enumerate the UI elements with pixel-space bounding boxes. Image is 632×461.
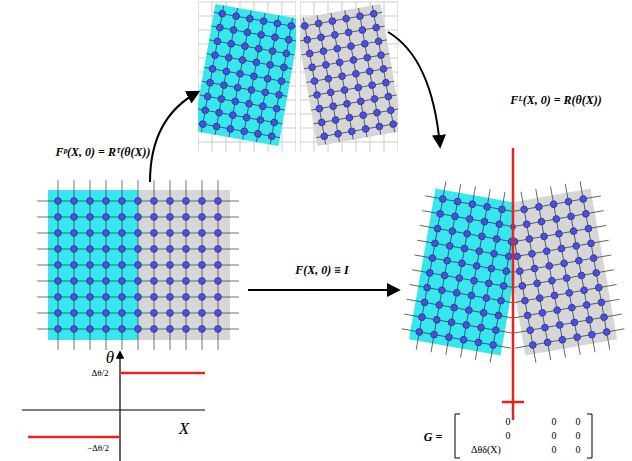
map-arrow [388, 32, 440, 146]
matrix-entry: Δθδ(X) [471, 445, 501, 455]
matrix-entry: 0 [576, 445, 581, 455]
deformed-lattice-left [398, 178, 513, 366]
matrix-entry: 0 [552, 417, 557, 427]
tick-label: −Δθ/2 [87, 444, 109, 453]
grain-boundary [512, 148, 515, 402]
reference-lattice [37, 180, 239, 350]
matrix-entry: 0 [576, 417, 581, 427]
plastic-lattice-left [198, 2, 296, 152]
matrix-entry: 0 [552, 431, 557, 441]
matrix-entry: 0 [576, 431, 581, 441]
matrix-entry: 0 [552, 445, 557, 455]
matrix-entry: 0 [506, 431, 511, 441]
tick-label: Δθ/2 [91, 369, 108, 378]
matrix-name: G = [424, 431, 443, 443]
map-formula: Fᴸ(X, 0) = R(θ(X)) [510, 94, 601, 106]
disclination-symbol [502, 402, 524, 420]
axis-label: X [179, 420, 189, 437]
axis-label: θ [106, 349, 114, 366]
map-formula: Fᵖ(X, 0) = Rᵀ(θ(X)) [55, 146, 150, 158]
theta-plot [22, 352, 205, 461]
map-formula: F(X, 0) ≡ I [295, 264, 349, 276]
plastic-lattice-right [300, 2, 398, 152]
map-arrow [248, 289, 398, 291]
matrix-bracket [455, 414, 592, 458]
matrix-entry: 0 [506, 417, 511, 427]
map-arrow [150, 92, 198, 182]
deformed-lattice-right [513, 178, 628, 366]
